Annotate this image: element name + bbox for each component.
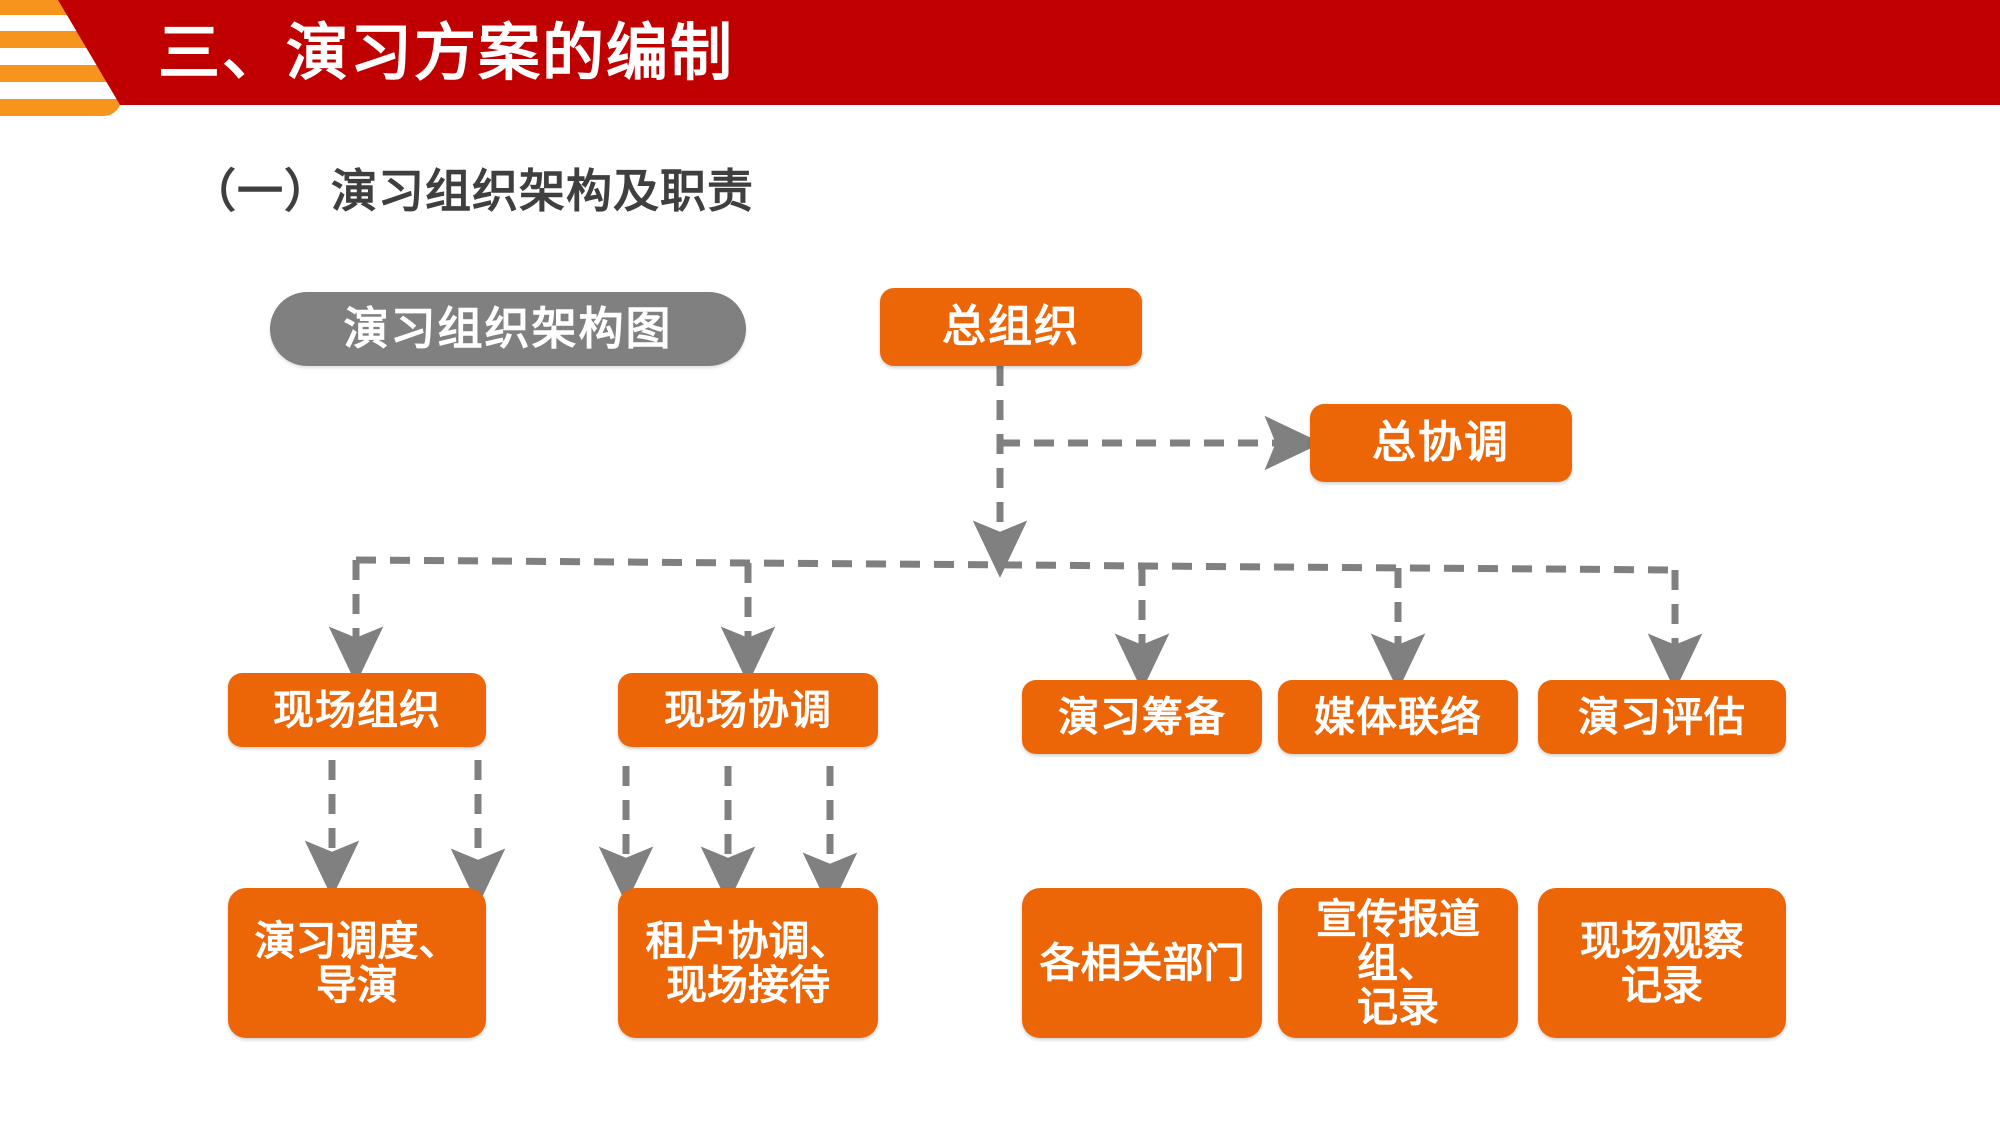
node-middle-4[interactable]: 媒体联络 (1278, 680, 1518, 754)
node-bottom-2[interactable]: 租户协调、 现场接待 (618, 888, 878, 1038)
node-middle-5[interactable]: 演习评估 (1538, 680, 1786, 754)
node-middle-3[interactable]: 演习筹备 (1022, 680, 1262, 754)
distribution-bus (355, 556, 1676, 574)
page-title: 三、演习方案的编制 (158, 19, 735, 88)
header-bar (0, 0, 2000, 105)
node-coordinator[interactable]: 总协调 (1310, 404, 1572, 482)
node-middle-2[interactable]: 现场协调 (618, 673, 878, 747)
node-root[interactable]: 总组织 (880, 288, 1142, 366)
node-bottom-1[interactable]: 演习调度、 导演 (228, 888, 486, 1038)
node-bottom-5[interactable]: 现场观察 记录 (1538, 888, 1786, 1038)
section-subheading: （一）演习组织架构及职责 (190, 165, 754, 217)
node-bottom-3[interactable]: 各相关部门 (1022, 888, 1262, 1038)
diagram-title-pill: 演习组织架构图 (270, 292, 746, 366)
node-bottom-4[interactable]: 宣传报道组、 记录 (1278, 888, 1518, 1038)
node-middle-1[interactable]: 现场组织 (228, 673, 486, 747)
